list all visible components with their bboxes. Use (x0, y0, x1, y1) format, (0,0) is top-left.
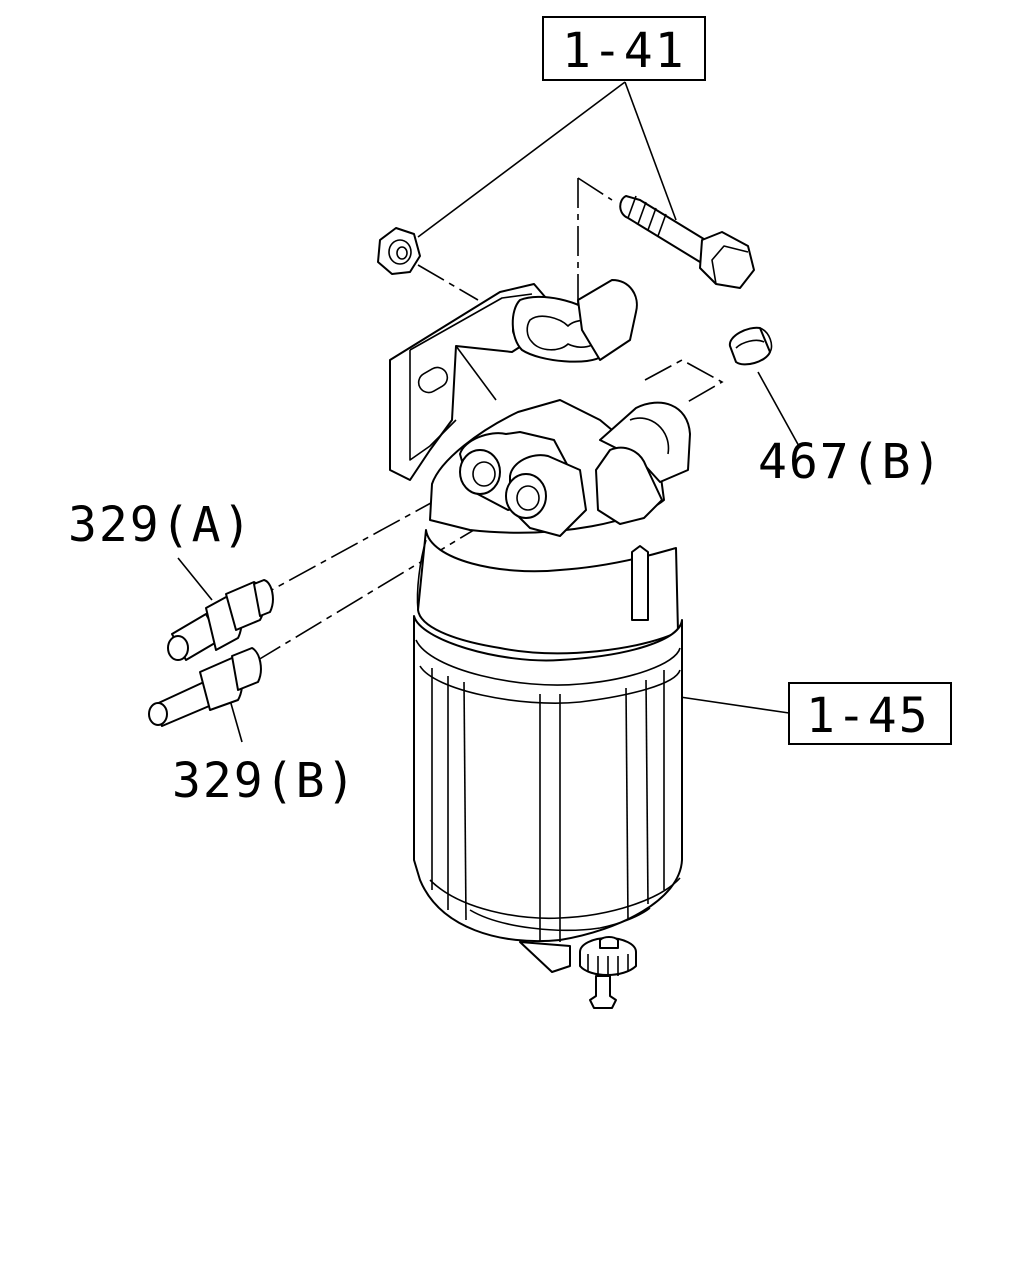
callout-box-1-45 (788, 682, 952, 745)
mounting-bolt[interactable] (619, 195, 755, 289)
drain-valve[interactable] (579, 936, 637, 1009)
fitting-329b[interactable] (148, 647, 262, 727)
callout-1-41[interactable]: 1-41 (542, 16, 706, 81)
filter-head (429, 279, 691, 537)
fitting-329a[interactable] (167, 579, 274, 661)
filter-bowl[interactable] (413, 529, 683, 973)
leader-lines (177, 81, 801, 743)
callout-text-467b[interactable]: 467(B) (758, 434, 943, 490)
callout-text-1-45: 1-45 (806, 688, 930, 744)
plug-467b[interactable] (728, 326, 773, 366)
callout-text-1-41: 1-41 (562, 23, 686, 79)
callout-1-45[interactable]: 1-45 (788, 682, 952, 745)
flange-nut[interactable] (377, 227, 421, 275)
callout-box-1-41 (542, 16, 706, 81)
callout-text-329b[interactable]: 329(B) (172, 753, 357, 809)
callout-text-329a[interactable]: 329(A) (68, 497, 253, 553)
